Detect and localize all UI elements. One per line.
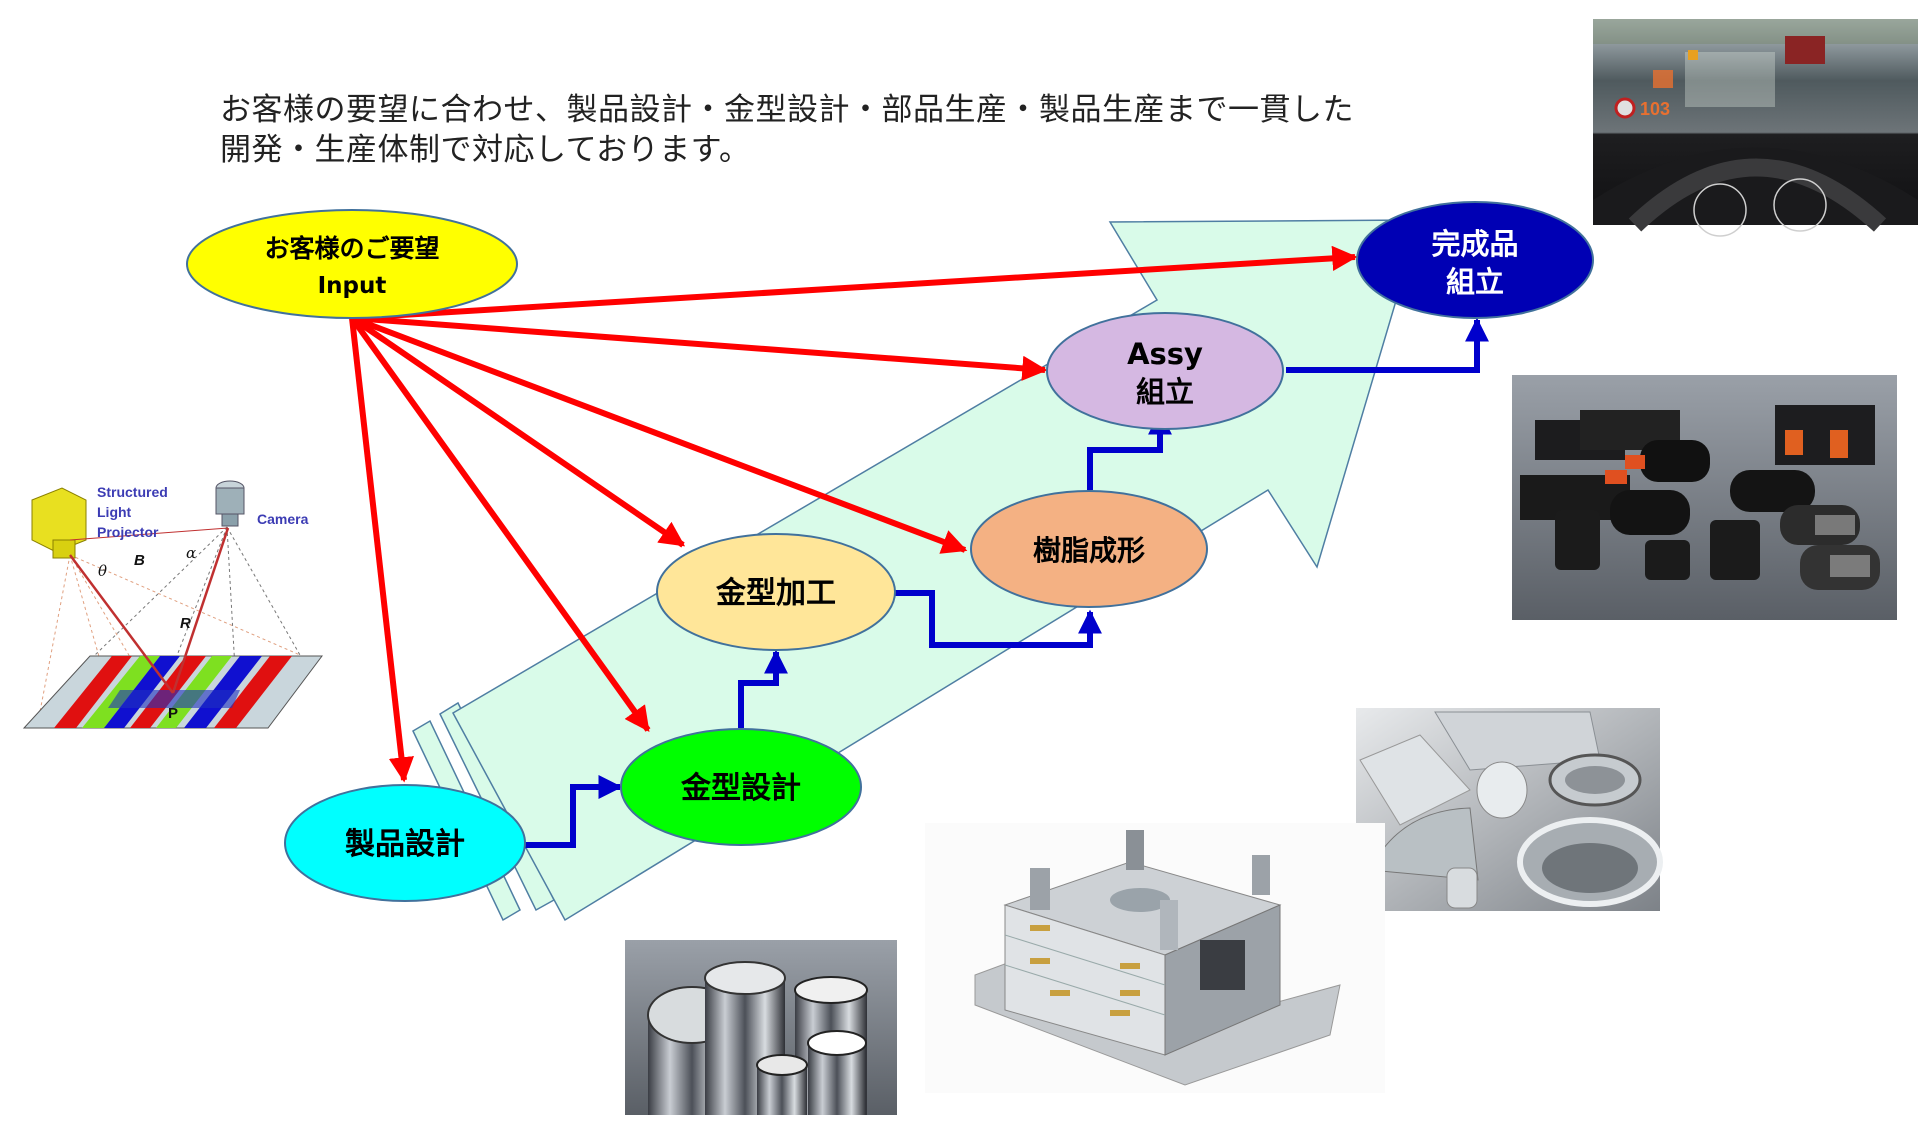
- arrow-input-to-resin: [350, 315, 968, 554]
- node-input: お客様のご要望 Input: [186, 209, 518, 319]
- node-mold-machining-label: 金型加工: [715, 576, 836, 611]
- label-baseline-b: B: [134, 552, 145, 569]
- flow-arrows: [525, 317, 1489, 848]
- arrow-input-to-machining: [350, 315, 686, 548]
- node-mold-design: 金型設計: [620, 728, 862, 846]
- node-final-assembly-label-1: 完成品: [1431, 227, 1518, 261]
- input-arrows: [349, 245, 1358, 783]
- label-theta: θ: [98, 562, 107, 580]
- node-input-label-jp: お客様のご要望: [264, 234, 439, 263]
- intro-line-2: 開発・生産体制で対応しております。: [220, 132, 751, 168]
- arrow-resin-to-assy: [1087, 410, 1172, 490]
- intro-text: お客様の要望に合わせ、製品設計・金型設計・部品生産・製品生産まで一貫した 開発・…: [220, 90, 1354, 170]
- arrow-body: [451, 219, 1422, 922]
- big-progress-arrow: [412, 219, 1422, 922]
- arrow-assy-to-final: [1286, 317, 1489, 373]
- node-assy-label-jp: 組立: [1136, 375, 1194, 409]
- label-point-p: P: [168, 705, 178, 722]
- arrow-machining-to-resin: [895, 590, 1102, 648]
- arrow-mold-design-to-machining: [738, 649, 788, 728]
- node-resin-molding: 樹脂成形: [970, 490, 1208, 608]
- node-product-design-label: 製品設計: [345, 827, 465, 862]
- photo-mold-cores: [625, 940, 897, 1115]
- photo-camera-modules: [1512, 375, 1897, 620]
- intro-line-1: お客様の要望に合わせ、製品設計・金型設計・部品生産・製品生産まで一貫した: [220, 92, 1354, 128]
- node-final-assembly-label-2: 組立: [1446, 265, 1504, 299]
- arrow-input-to-mold-design: [349, 316, 651, 733]
- photo-injection-mold: [925, 823, 1385, 1093]
- label-range-r: R: [180, 615, 191, 632]
- photo-optical-lenses: [1356, 708, 1663, 911]
- arrow-product-to-mold-design: [525, 775, 623, 848]
- node-assy-label-en: Assy: [1127, 337, 1203, 371]
- arrow-input-to-final: [351, 245, 1358, 321]
- structured-light-illustration: Structured Light Projector Camera B θ α …: [22, 480, 323, 729]
- node-mold-machining: 金型加工: [656, 533, 896, 651]
- arrow-input-to-product-design: [349, 317, 414, 783]
- label-structured: Structured: [97, 484, 168, 500]
- photo-hud: 103: [1593, 19, 1918, 237]
- arrow-input-to-assy: [351, 315, 1048, 381]
- node-final-assembly: 完成品 組立: [1356, 201, 1594, 319]
- node-product-design: 製品設計: [284, 784, 526, 902]
- node-resin-molding-label: 樹脂成形: [1033, 534, 1145, 567]
- svg-text:103: 103: [1640, 99, 1670, 119]
- node-input-label-en: Input: [318, 273, 387, 299]
- node-mold-design-label: 金型設計: [680, 771, 801, 806]
- label-projector: Projector: [97, 524, 159, 540]
- label-camera: Camera: [257, 511, 309, 527]
- node-assy: Assy 組立: [1046, 312, 1284, 430]
- label-light: Light: [97, 504, 132, 520]
- label-alpha: α: [186, 544, 196, 562]
